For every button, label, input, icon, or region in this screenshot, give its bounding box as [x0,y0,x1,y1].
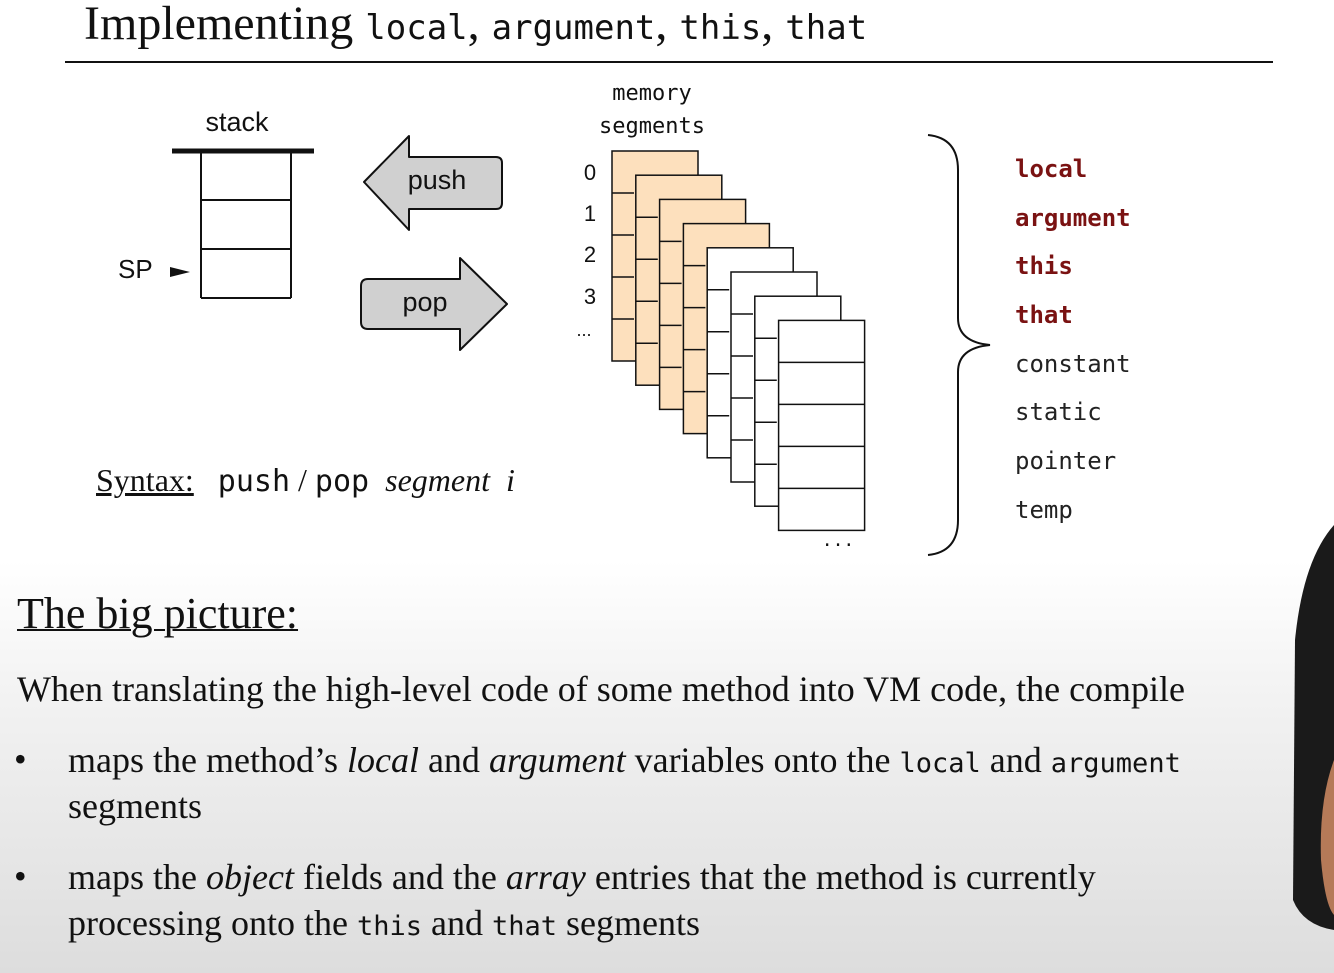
segment-name-static: static [1015,398,1102,427]
bullet-1-line-1: maps the method’s local and argument var… [68,737,1181,787]
text-run: maps the [68,857,206,897]
segments-brace [927,134,991,556]
syntax-line: Syntax: push / pop segment i [96,462,515,499]
text-run: and [980,740,1051,780]
segment-list: local argument this that constant static… [1015,150,1131,540]
syntax-push: push [217,464,291,499]
title-code-this: this [679,8,762,48]
presenter-silhouette [1293,525,1334,930]
code-run: argument [1050,748,1181,779]
push-label: push [408,165,467,195]
bullet-dot: • [14,739,27,779]
slide-title: Implementing local, argument, this, that [84,0,867,51]
syntax-index: i [505,462,515,498]
segment-name-this: this [1015,252,1073,281]
text-run: segments [557,903,700,943]
syntax-segment: segment [385,462,490,498]
text-run-italic: local [346,740,419,780]
title-prefix: Implementing [84,0,354,50]
big-picture-intro: When translating the high-level code of … [17,669,1186,709]
text-run: maps the method’s [68,740,347,780]
text-run-italic: array [505,857,586,897]
title-sep: , [655,0,680,50]
syntax-pop: pop [314,464,370,499]
text-run: processing onto the [68,903,357,943]
text-run-italic: object [205,857,294,897]
segment-name-argument: argument [1015,203,1131,232]
pop-label: pop [402,287,447,317]
text-run: entries that the method is currently [585,857,1096,897]
text-run: and [421,903,492,943]
segment-name-local: local [1015,155,1088,183]
title-rule [65,61,1273,63]
pop-arrow-icon [360,257,508,351]
segment-name-constant: constant [1015,349,1131,378]
stack-label: stack [205,107,269,137]
bullet-2-line-1: maps the object fields and the array ent… [68,854,1096,900]
syntax-slash: / [290,462,315,498]
bullet-2-line-2: processing onto the this and that segmen… [68,900,700,950]
segment-name-temp: temp [1015,495,1073,524]
sp-label: SP [118,254,153,284]
memory-label-line2: segments [599,114,705,139]
text-run: and [418,740,489,780]
sp-pointer-arrow-icon [170,267,190,277]
bullet-1-line-2: segments [68,786,202,826]
segment-index: 3 [584,284,596,309]
segment-index: 0 [584,160,596,185]
segment-index: 1 [584,201,596,226]
stack-shape [172,148,314,299]
segment-index-ellipsis: ... [576,320,591,340]
big-picture-heading: The big picture: [17,589,299,638]
title-code-that: that [785,8,868,48]
text-run: variables onto the [625,740,900,780]
memory-segment-pages [611,150,866,532]
title-code-local: local [365,8,468,48]
syntax-label: Syntax: [96,462,194,498]
code-run: that [491,911,557,942]
segment-page [777,319,866,532]
bullet-dot: • [14,856,27,896]
segment-index: 2 [584,242,596,267]
title-sep: , [467,0,492,50]
title-code-argument: argument [491,8,656,48]
push-arrow-icon [363,135,503,231]
segment-name-that: that [1015,301,1073,330]
title-sep: , [761,0,786,50]
code-run: local [899,748,981,779]
vm-stack-diagram: stack SP push pop memory segments 0 1 2 … [118,81,991,556]
segment-page-ellipsis: ... [822,530,855,551]
memory-label-line1: memory [612,81,691,106]
text-run: fields and the [293,857,506,897]
text-run-italic: argument [488,740,626,780]
code-run: this [356,911,422,942]
segment-name-pointer: pointer [1015,447,1117,476]
